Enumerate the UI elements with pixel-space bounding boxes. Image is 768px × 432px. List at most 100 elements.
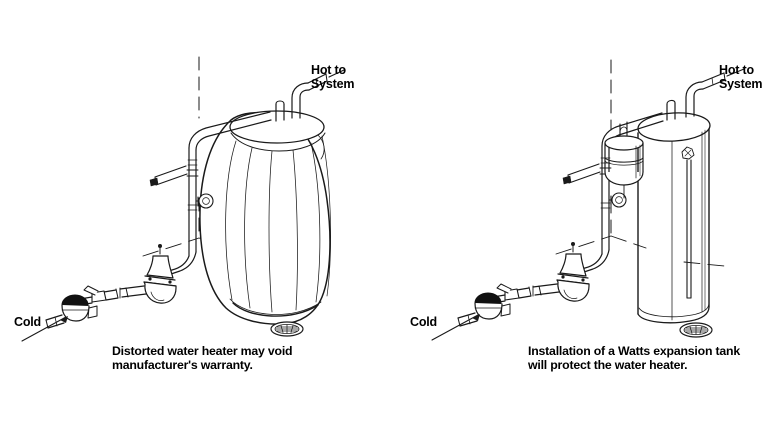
riser-coupling-c-r [600, 202, 611, 209]
pipe-seg-bottom [105, 297, 119, 301]
cold-leader-arrow-left [60, 316, 68, 323]
shutoff-valve-handle [83, 285, 99, 296]
hot-nipple-cap-r [666, 99, 676, 105]
branch-pipe-top [154, 165, 187, 178]
prv-adjust-knob [158, 244, 162, 248]
tank-seam-4 [292, 149, 298, 311]
riser-coupling-c [187, 204, 198, 211]
prv-bolt-1-r [561, 275, 565, 279]
tank-seam-3 [268, 150, 273, 313]
meter-pipe-top-r [532, 283, 558, 288]
floor-line-left [142, 237, 200, 257]
expansion-tank-drop-collar [619, 126, 628, 133]
prv-bonnet-r [559, 253, 587, 277]
pipe-seg-top [103, 289, 117, 293]
hot-stub-top [307, 73, 327, 84]
tank-seam-6 [321, 135, 331, 297]
floor-line-left-r [555, 235, 612, 255]
tank-top-ellipse-r [637, 112, 711, 142]
lower-angle-pipe-top [161, 255, 190, 274]
top-feed-pipe-lower [195, 119, 272, 151]
tank-bottom-arc-inner [229, 298, 322, 315]
cold-label: Cold [14, 315, 41, 329]
hot-outlet-outer-r [693, 88, 704, 117]
expansion-tank-top [604, 135, 644, 151]
hot-to-system-label: Hot to System [719, 63, 763, 91]
hot-union-mark [315, 78, 318, 87]
meter-outlet-flange-r [500, 303, 511, 317]
tank-seam-5 [310, 142, 321, 303]
meter-pipe-top [119, 285, 145, 290]
caption-distorted-warning: Distorted water heater may void manufact… [112, 344, 293, 373]
tank-bottom-arc [232, 302, 319, 317]
riser-coupling-a [187, 159, 198, 166]
riser-coupling-b [186, 169, 199, 177]
expansion-tank-bottom [604, 171, 644, 186]
panel-protected-water-heater: Hot to System Cold Installation of a Wat… [384, 0, 768, 432]
cold-inlet-union [54, 316, 58, 327]
tank-bottom-ellipse-r [637, 306, 710, 324]
cold-leader-line-left [21, 316, 67, 342]
water-meter-body-r [474, 302, 503, 320]
cold-inlet-bottom [47, 322, 65, 329]
pipe-seg-bottom-r [518, 295, 532, 299]
shutoff-valve-handle-r [496, 283, 512, 294]
prv-body-shade [150, 291, 165, 301]
tank-seam-2 [244, 147, 253, 309]
prv-bonnet [146, 255, 174, 279]
tank-seam-1 [225, 140, 237, 301]
hot-stub-end [325, 73, 328, 82]
cold-leader-arrow-right [472, 314, 480, 321]
hot-union-mark-r [711, 77, 714, 86]
hot-outlet-inner-r [685, 81, 703, 118]
branch-pipe-cut-r [562, 175, 572, 185]
prv-bolt-1 [148, 277, 152, 281]
hot-leader-line-left [328, 69, 345, 78]
prv-flange-top [144, 275, 176, 281]
meter-pipe-bottom [121, 293, 147, 298]
branch-pipe-bottom [155, 173, 188, 186]
tank-bottom-band-r [638, 302, 710, 318]
hot-to-system-label: Hot to System [311, 63, 355, 91]
protected-heater-illustration [431, 59, 745, 341]
meter-outlet-flange [87, 305, 98, 319]
hot-leader-line-right [726, 68, 745, 77]
tp-valve-detail [684, 149, 692, 157]
cold-leader-line-right [431, 314, 479, 341]
hot-stub-end-r [723, 72, 726, 81]
floor-drain-grate [275, 324, 299, 334]
hot-outlet-inner [291, 82, 309, 119]
cold-inlet-top [45, 314, 63, 321]
prv-bolt-2-r [581, 278, 585, 282]
branch-pipe-top-r [567, 163, 600, 176]
prv-bolt-2 [168, 280, 172, 284]
pipe-seg-top-r [516, 287, 530, 291]
union-nut-a-r [528, 285, 542, 297]
lower-angle-pipe-top-r [574, 253, 603, 272]
tank-side-dent [317, 134, 325, 160]
lower-angle-pipe-bottom [167, 251, 197, 276]
hot-nipple-cap [275, 100, 285, 105]
floor-line-right-r [610, 235, 647, 249]
hot-stub-bottom [308, 80, 328, 91]
tank-top-rim [230, 132, 326, 152]
pressure-gauge-face [202, 197, 210, 205]
cold-label: Cold [410, 315, 437, 329]
branch-pipe-cut [149, 177, 159, 187]
expansion-tank-band [604, 157, 644, 163]
water-meter-body [61, 304, 90, 322]
hot-stub-bottom-r [702, 79, 726, 90]
prv-body-shade-r [563, 289, 578, 299]
caption-expansion-tank-solution: Installation of a Watts expansion tank w… [528, 344, 740, 373]
floor-line-far-r [683, 261, 725, 267]
top-feed-pipe-upper [188, 111, 271, 149]
union-nut-a [115, 287, 129, 299]
lower-angle-pipe-bottom-r [580, 249, 610, 274]
prv-body [143, 281, 177, 304]
tank-outer-shell [199, 111, 331, 325]
tank-top-ellipse [229, 110, 325, 144]
top-feed-pipe-upper-r [601, 112, 663, 147]
hot-stub-top-r [701, 72, 725, 83]
meter-pipe-bottom-r [534, 291, 560, 296]
